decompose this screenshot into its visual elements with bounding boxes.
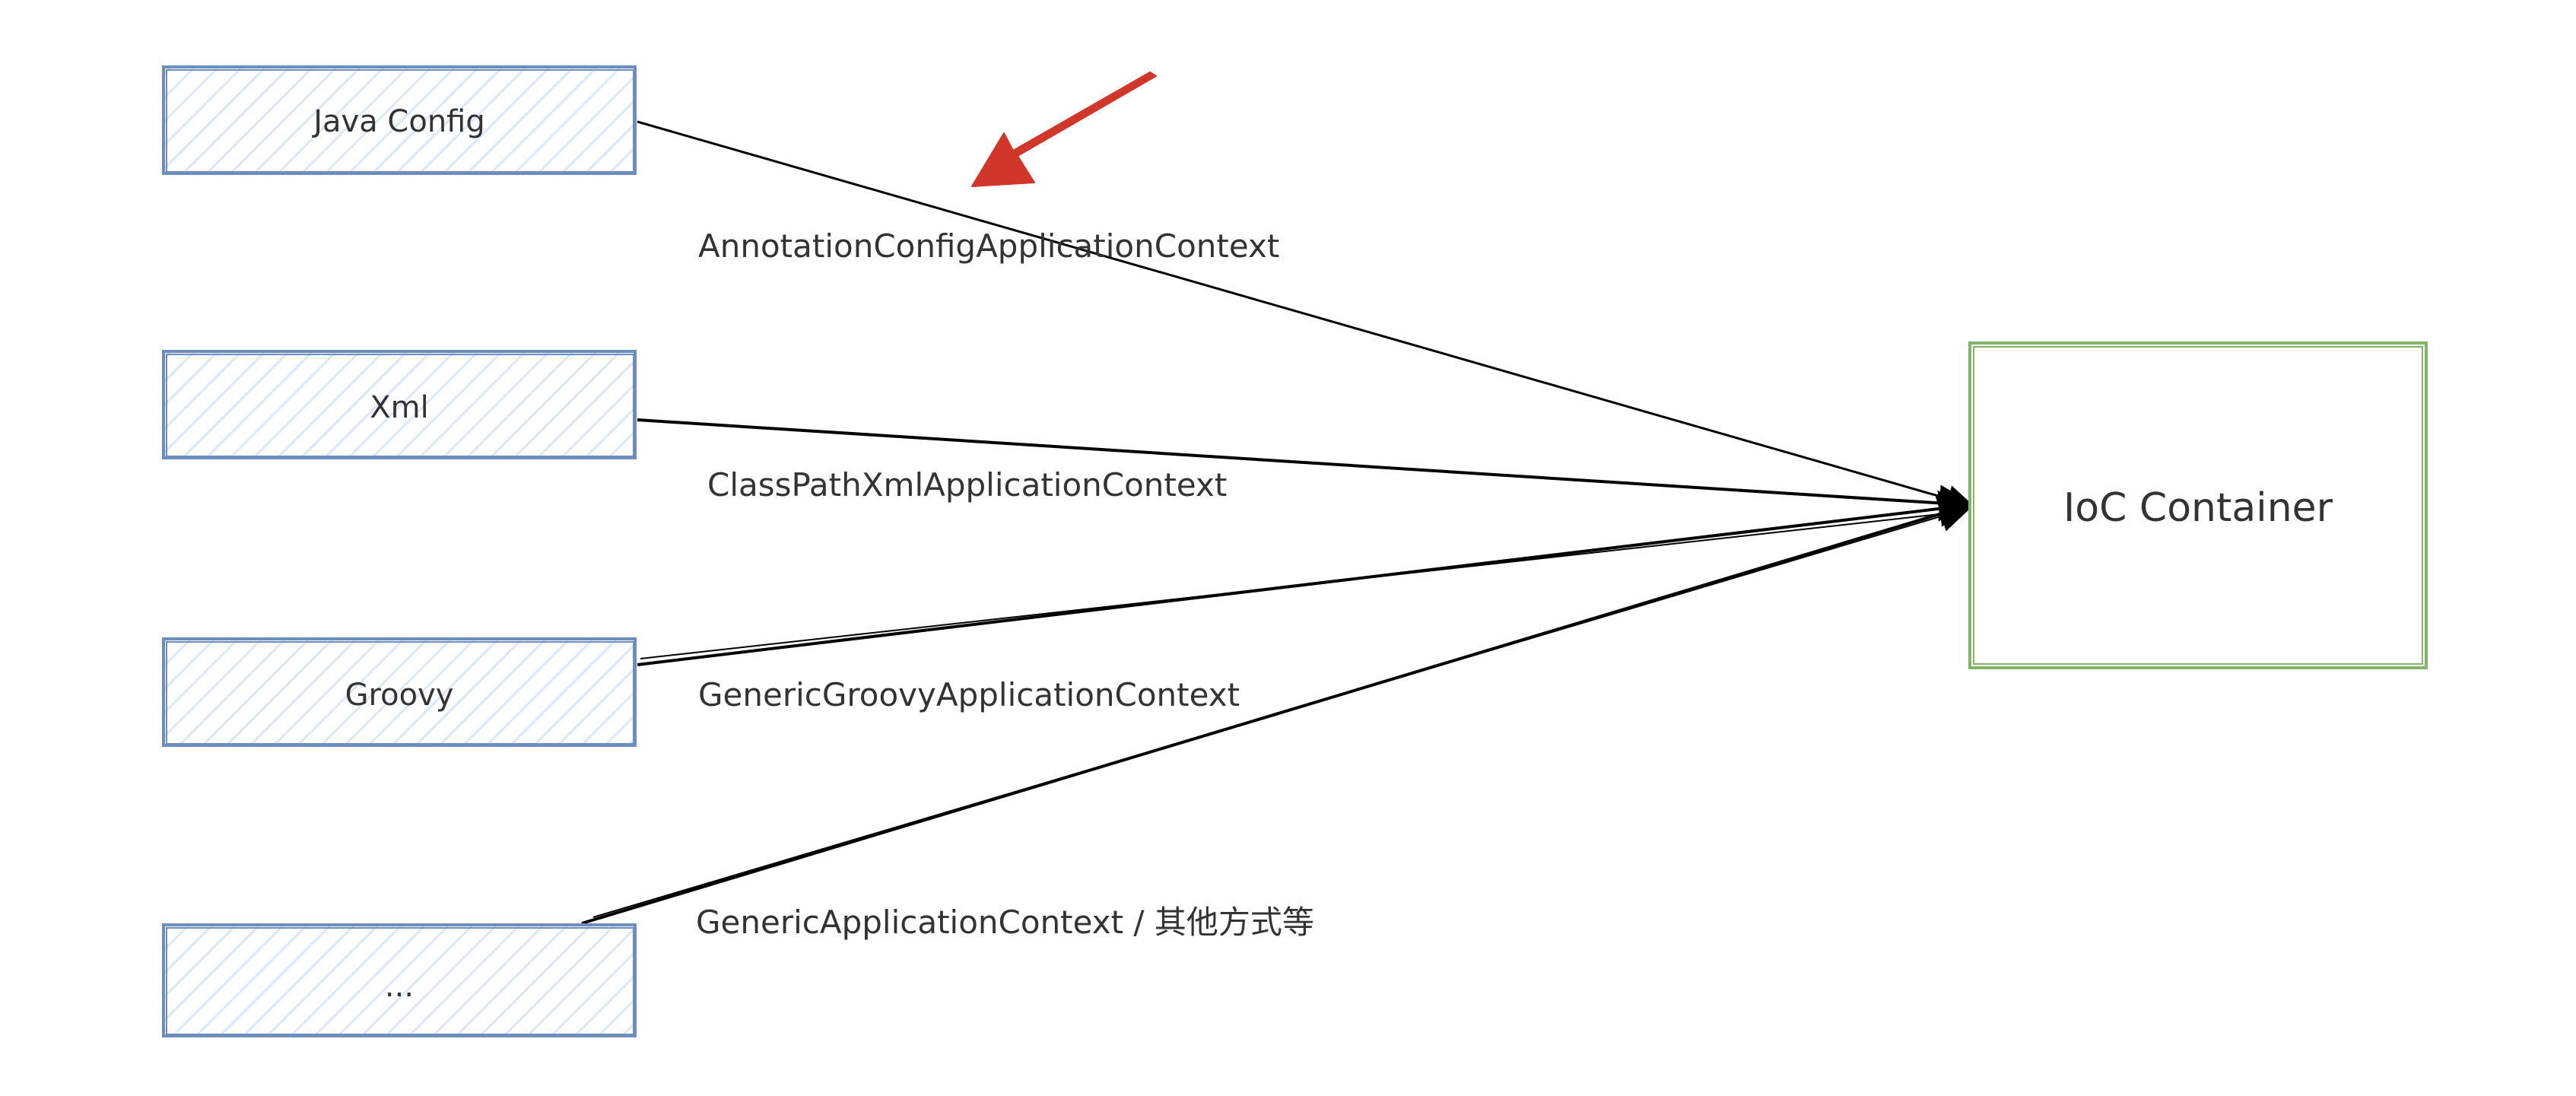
red-pointer-arrow-icon <box>971 71 1157 187</box>
ioc-container-box[interactable]: IoC Container <box>1968 342 2428 669</box>
source-label: Groovy <box>345 678 454 713</box>
edge-label-generic-groovy: GenericGroovyApplicationContext <box>698 676 1240 713</box>
source-label: Xml <box>370 390 428 425</box>
edge-label-classpath-xml: ClassPathXmlApplicationContext <box>707 466 1227 504</box>
edge-groovy-sketch <box>640 510 1968 659</box>
edge-label-generic: GenericApplicationContext / 其他方式等 <box>696 904 1314 941</box>
source-label: Java Config <box>311 104 485 139</box>
source-groovy[interactable]: Groovy <box>162 637 637 747</box>
source-xml[interactable]: Xml <box>162 350 637 459</box>
source-java-config[interactable]: Java Config <box>162 65 637 175</box>
source-label: ... <box>385 969 414 1004</box>
edge-java-config[interactable] <box>637 120 1974 513</box>
ioc-container-label: IoC Container <box>2063 485 2333 531</box>
source-other[interactable]: ... <box>162 923 637 1037</box>
edge-xml[interactable] <box>637 418 1976 522</box>
edge-label-annotation: AnnotationConfigApplicationContext <box>698 227 1279 265</box>
edges <box>581 120 1976 925</box>
edge-other-sketch <box>592 509 1965 918</box>
